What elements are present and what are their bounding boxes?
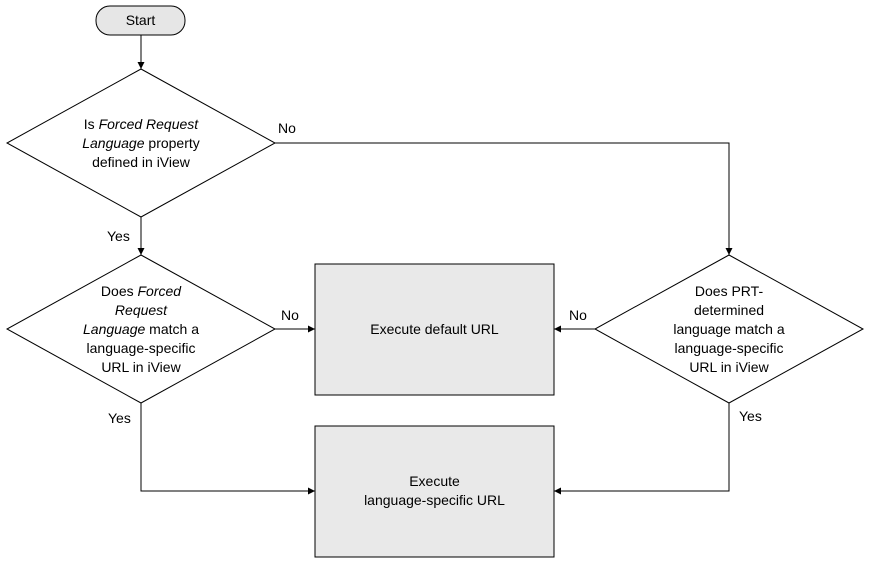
- start-label: Start: [125, 12, 156, 28]
- d2-l2: Request: [114, 302, 168, 318]
- box-lang-l1: Execute: [409, 473, 460, 489]
- d2-l3a: Language: [83, 321, 146, 337]
- d1-l3: defined in iView: [92, 154, 190, 170]
- d1-l2a: Language: [82, 135, 145, 151]
- edge-label-d2-no: No: [281, 307, 299, 323]
- box-execute-default: [314, 263, 555, 396]
- d1-l1a: Is: [83, 116, 99, 132]
- decision-prt-match-text: Does PRT- determined language match a la…: [629, 282, 829, 377]
- edge-label-d3-no: No: [569, 307, 587, 323]
- edge-label-d1-yes: Yes: [107, 228, 130, 244]
- d2-l1a: Does: [100, 283, 138, 299]
- d2-l3b: match a: [145, 321, 199, 337]
- decision-forced-defined-text: Is Forced Request Language property defi…: [41, 115, 241, 172]
- d1-l2b: property: [144, 135, 200, 151]
- d3-l1: Does PRT-: [694, 283, 764, 299]
- d1-l1b: Forced Request: [98, 116, 199, 132]
- d2-l4: language-specific: [86, 340, 196, 356]
- box-execute-language: [314, 425, 555, 558]
- d3-l2: determined: [693, 302, 765, 318]
- d3-l3: language match a: [673, 321, 785, 337]
- box-execute-language-text: Execute language-specific URL: [315, 472, 554, 510]
- box-lang-l2: language-specific URL: [364, 492, 505, 508]
- edge-d3-yes: [554, 403, 730, 495]
- box-execute-default-text: Execute default URL: [370, 321, 499, 337]
- d3-l5: URL in iView: [689, 359, 769, 375]
- d2-l5: URL in iView: [101, 359, 181, 375]
- edge-label-d1-no: No: [278, 120, 296, 136]
- edge-d1-no: [275, 142, 733, 255]
- d3-l4: language-specific: [674, 340, 784, 356]
- edge-d2-yes: [140, 403, 315, 495]
- edge-label-d3-yes: Yes: [739, 408, 762, 424]
- decision-forced-match-text: Does Forced Request Language match a lan…: [41, 282, 241, 377]
- edge-label-d2-yes: Yes: [108, 410, 131, 426]
- d2-l1b: Forced: [137, 283, 182, 299]
